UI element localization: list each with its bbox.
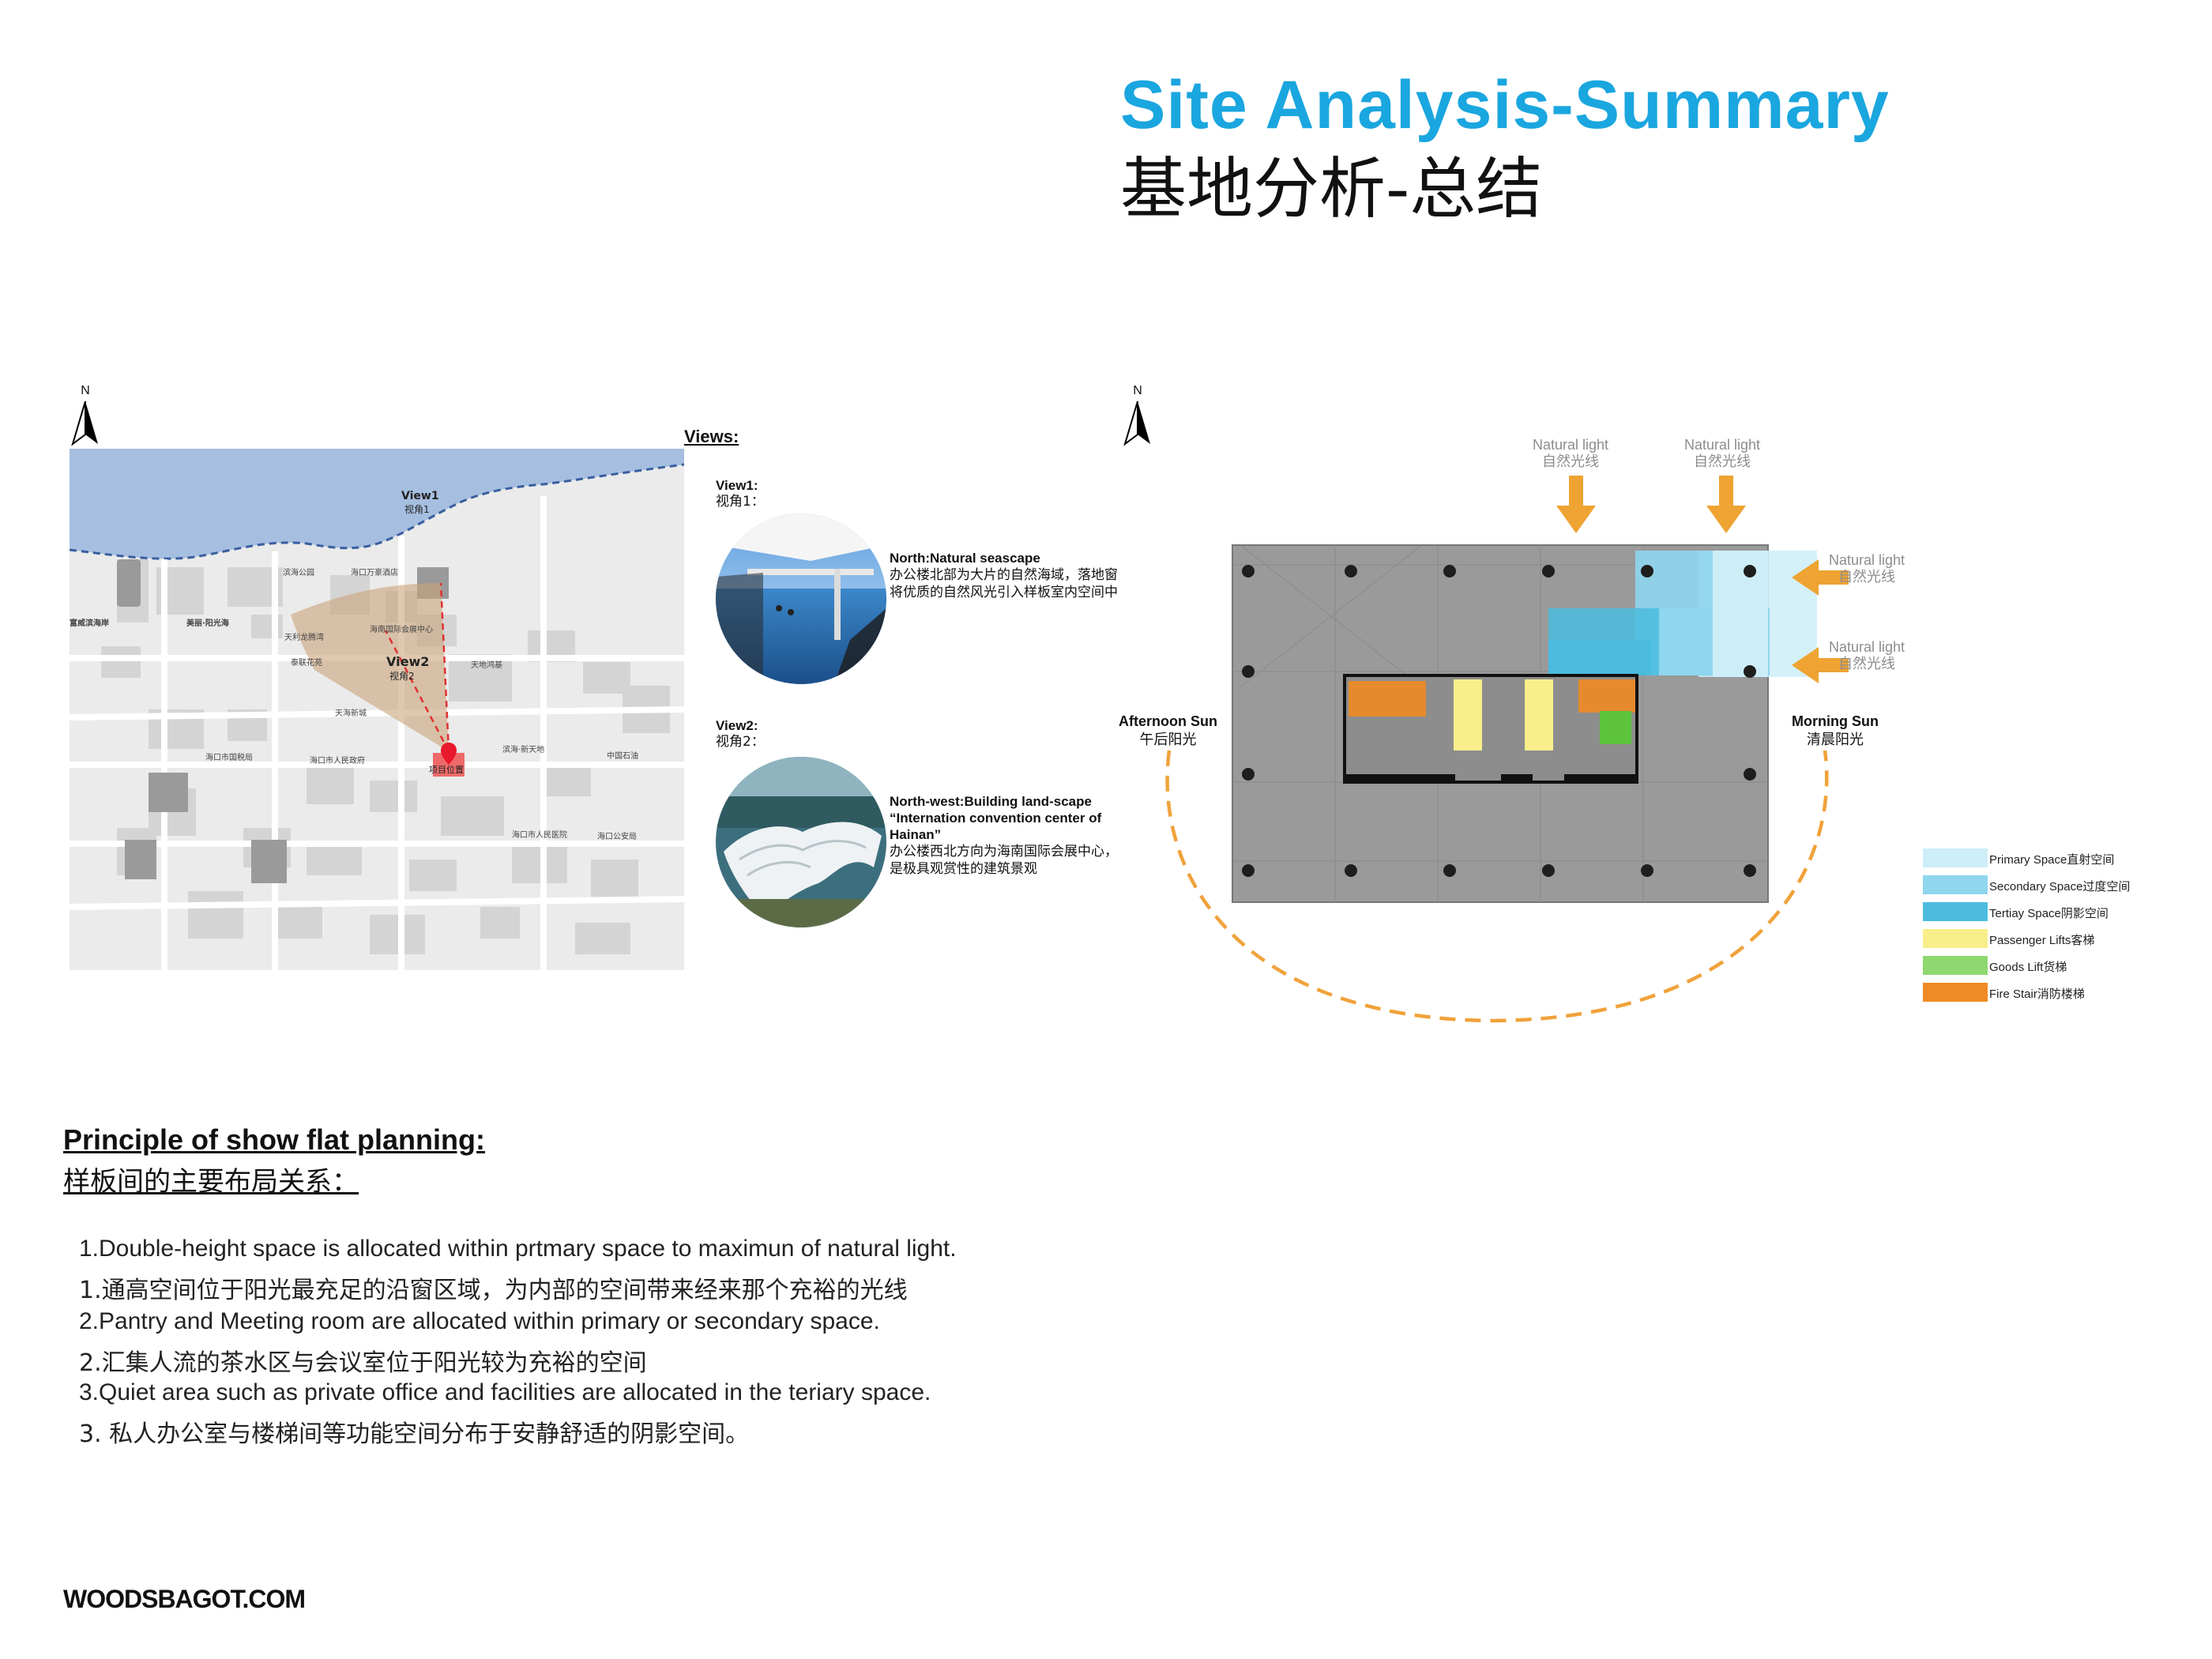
legend-label: Fire Stair消防楼梯 — [1989, 988, 2085, 1001]
natural-light-cn: 自然光线 — [1838, 656, 1896, 672]
north-label: N — [1133, 384, 1142, 397]
legend-label: Goods Lift货梯 — [1989, 961, 2067, 974]
floor-plan-graphic — [1165, 476, 1849, 1023]
views-heading: Views: — [684, 427, 739, 446]
map-view1-label-cn: 视角1 — [404, 504, 430, 515]
afternoon-sun-label: Afternoon Sun 午后阳光 — [1119, 713, 1217, 749]
map-poi: 海口万豪酒店 — [351, 569, 398, 577]
map-poi: 天利龙腾湾 — [284, 634, 324, 642]
morning-sun-cn: 清晨阳光 — [1806, 732, 1864, 748]
principle-item: 3. 私人办公室与楼梯间等功能空间分布于安静舒适的阴影空间。 — [79, 1420, 750, 1448]
map-poi: 天海新城 — [335, 709, 367, 718]
view2-label-en: View2: — [716, 718, 758, 733]
map-poi: 滨海·新天地 — [502, 746, 545, 754]
principle-item: 1.Double-height space is allocated withi… — [79, 1236, 957, 1262]
map-poi: 天地鸿基 — [471, 661, 502, 670]
view1-label-cn: 视角1： — [716, 494, 765, 510]
natural-light-en: Natural light — [1829, 552, 1905, 568]
view2-description: North-west:Building land-scape “Internat… — [890, 793, 1119, 878]
footer-website: WOODSBAGOT.COM — [63, 1585, 306, 1613]
view1-title: North:Natural seascape — [890, 551, 1040, 566]
map-site-label: 项目位置 — [429, 765, 464, 775]
view1-label: View1: 视角1： — [716, 477, 765, 510]
view2-label: View2: 视角2： — [716, 717, 765, 750]
view2-title: North-west:Building land-scape — [890, 794, 1092, 809]
view1-description: North:Natural seascape 办公楼北部为大片的自然海域，落地窗… — [890, 550, 1119, 601]
natural-light-en: Natural light — [1684, 437, 1761, 453]
legend-swatch — [1923, 983, 1988, 1002]
natural-light-cn: 自然光线 — [1838, 569, 1896, 585]
view2-label-cn: 视角2： — [716, 734, 765, 750]
north-arrow-icon — [71, 401, 98, 446]
map-poi: 海口市人民政府 — [310, 757, 365, 766]
map-poi: 滨海公园 — [283, 569, 314, 577]
natural-light-label: Natural light 自然光线 — [1829, 638, 1905, 673]
map-poi: 海口市国税局 — [205, 754, 253, 762]
north-label: N — [81, 384, 90, 397]
map-view2-label: View2 — [386, 654, 430, 669]
map-view1-label: View1 — [401, 490, 439, 502]
morning-sun-label: Morning Sun 清晨阳光 — [1792, 713, 1879, 749]
north-arrow-icon — [1123, 401, 1150, 446]
legend-label: Secondary Space过度空间 — [1989, 880, 2131, 893]
map-meilan-label: 美丽·阳光海 — [186, 619, 229, 628]
map-poi: 海口公安局 — [597, 833, 637, 841]
floor-plan-diagram: Natural light 自然光线 Natural light 自然光线 Na… — [1119, 427, 1912, 1043]
legend-label: Primary Space直射空间 — [1989, 853, 2115, 867]
site-map: View1 视角1 View2 视角2 项目位置 海南国际会展中心 美丽·阳光海… — [69, 449, 685, 970]
legend-swatch — [1923, 956, 1988, 975]
legend-label: Tertiay Space阴影空间 — [1989, 907, 2109, 920]
view2-subtitle: “Internation convention center of Hainan… — [890, 811, 1102, 842]
principle-item: 3.Quiet area such as private office and … — [79, 1379, 931, 1405]
natural-light-label: Natural light 自然光线 — [1829, 551, 1905, 586]
map-west-label: 富威滨海岸 — [70, 619, 109, 628]
plan-legend: Primary Space直射空间 Secondary Space过度空间 Te… — [1923, 848, 2160, 1006]
map-convention-label: 海南国际会展中心 — [370, 626, 433, 634]
view1-label-en: View1: — [716, 478, 758, 493]
principle-item: 1.通高空间位于阳光最充足的沿窗区域，为内部的空间带来经来那个充裕的光线 — [79, 1277, 908, 1304]
north-arrow-plan: N — [1122, 384, 1153, 451]
map-graphic — [69, 449, 685, 970]
legend-label: Passenger Lifts客梯 — [1989, 934, 2095, 947]
natural-light-en: Natural light — [1533, 437, 1609, 453]
natural-light-en: Natural light — [1829, 639, 1905, 655]
map-poi: 中国石油 — [607, 752, 638, 761]
natural-light-cn: 自然光线 — [1694, 453, 1751, 470]
principle-heading-cn: 样板间的主要布局关系： — [63, 1166, 359, 1198]
afternoon-sun-cn: 午后阳光 — [1139, 732, 1197, 748]
legend-swatch — [1923, 848, 1988, 867]
legend-swatch — [1923, 875, 1988, 894]
legend-swatch — [1923, 902, 1988, 921]
principle-item: 2.Pantry and Meeting room are allocated … — [79, 1308, 880, 1334]
page-title: Site Analysis-Summary — [1120, 67, 1890, 143]
view2-photo — [716, 757, 886, 927]
north-arrow-map: N — [70, 384, 101, 451]
morning-sun-en: Morning Sun — [1792, 713, 1879, 729]
principle-item: 2.汇集人流的茶水区与会议室位于阳光较为充裕的空间 — [79, 1349, 647, 1377]
map-view2-label-cn: 视角2 — [389, 671, 415, 682]
afternoon-sun-en: Afternoon Sun — [1119, 713, 1217, 729]
map-poi: 海口市人民医院 — [512, 831, 567, 840]
principle-heading: Principle of show flat planning: — [63, 1123, 486, 1156]
view1-desc: 办公楼北部为大片的自然海域，落地窗将优质的自然风光引入样板室内空间中 — [890, 567, 1118, 600]
view1-photo — [716, 514, 886, 684]
natural-light-label: Natural light 自然光线 — [1533, 436, 1608, 471]
page-title-cn: 基地分析-总结 — [1120, 150, 1543, 228]
natural-light-cn: 自然光线 — [1542, 453, 1600, 470]
view2-desc: 办公楼西北方向为海南国际会展中心，是极具观赏性的建筑景观 — [890, 844, 1118, 877]
map-poi: 泰联花苑 — [291, 659, 322, 668]
legend-swatch — [1923, 929, 1988, 948]
natural-light-label: Natural light 自然光线 — [1684, 436, 1760, 471]
